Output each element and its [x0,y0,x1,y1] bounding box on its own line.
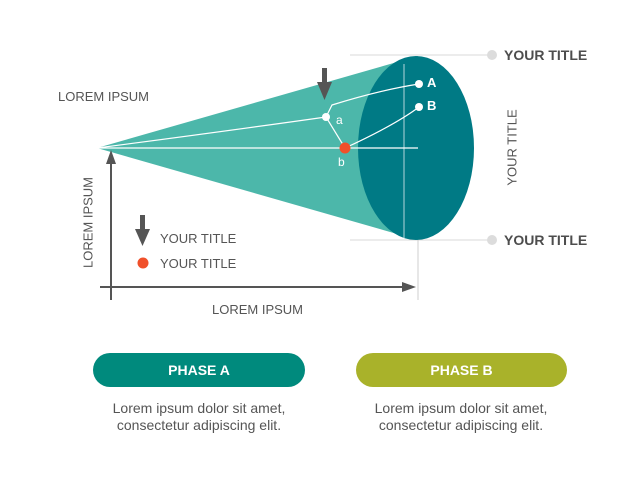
legend-item-dot-label: YOUR TITLE [160,256,237,271]
point-A-dot [415,80,423,88]
x-axis-arrowhead [402,282,416,292]
title-bottom: YOUR TITLE [504,232,588,248]
title-top-dot [487,50,497,60]
curve-b-to-B [344,106,420,149]
phase-b-pill: PHASE B [356,353,567,387]
lorem-left-label: LOREM IPSUM [58,89,150,104]
point-b-label: b [338,155,345,169]
title-bottom-dot [487,235,497,245]
title-vertical: YOUR TITLE [504,109,520,186]
phase-a-description-line1: Lorem ipsum dolor sit amet, [112,400,286,416]
phase-a-description-line2: consectetur adipiscing elit. [116,417,282,433]
point-A-label: A [427,75,437,90]
curve-to-a [96,116,327,149]
point-B-dot [415,103,423,111]
phase-a-description: Lorem ipsum dolor sit amet, consectetur … [79,400,319,434]
link-a-b [325,116,346,149]
title-top: YOUR TITLE [504,47,588,63]
point-a-label: a [336,113,343,127]
y-axis-arrowhead [106,150,116,164]
point-a-dot [322,113,330,121]
down-arrow-icon [317,68,332,100]
curve-a-to-A [325,83,420,118]
x-axis-label: LOREM IPSUM [212,302,304,317]
phase-a-pill: PHASE A [93,353,305,387]
phase-b-description: Lorem ipsum dolor sit amet, consectetur … [341,400,581,434]
legend-down-arrow-icon [135,215,150,246]
legend-item-arrow-label: YOUR TITLE [160,231,237,246]
point-b-dot [339,142,351,154]
point-B-label: B [427,98,437,113]
phase-b-description-line2: consectetur adipiscing elit. [378,417,544,433]
phase-b-description-line1: Lorem ipsum dolor sit amet, [374,400,548,416]
y-axis-label: LOREM IPSUM [80,177,96,269]
legend-orange-dot-icon [137,257,149,269]
